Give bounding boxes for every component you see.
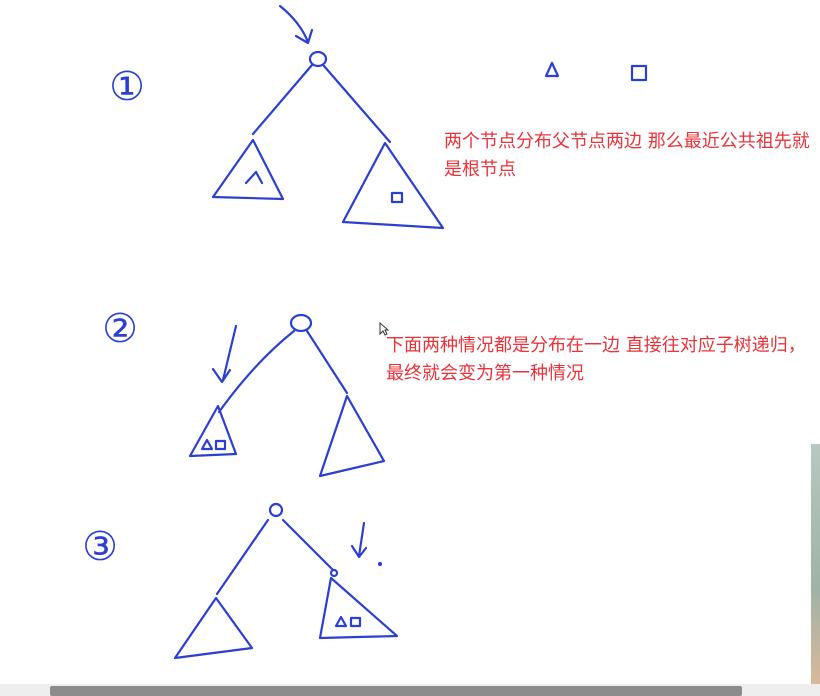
case-2-diagram (188, 313, 386, 478)
case-2-arrow (221, 324, 238, 382)
case-1-arrow (278, 4, 310, 44)
case-3-right-node (329, 568, 339, 578)
case-2-arrow-head (211, 367, 232, 384)
ink-layer (173, 4, 648, 660)
arrow-pointer-icon (379, 322, 389, 336)
case-1-left-edge (251, 63, 314, 136)
case-2-label: ② (102, 306, 138, 352)
legend-square-icon (630, 64, 648, 82)
note-case-1: 两个节点分布父节点两边 那么最近公共祖先就是根节点 (444, 131, 810, 180)
case-3-label: ③ (82, 524, 118, 570)
stray-dot (377, 561, 383, 567)
case-1-right-target-square (390, 191, 404, 204)
case-3-right-subtree (318, 576, 399, 640)
case-1-label: ① (109, 64, 145, 110)
case-1-diagram (211, 4, 648, 230)
case-3-diagram (173, 502, 399, 660)
legend-triangle-icon (544, 61, 560, 78)
case-3-root-node (268, 502, 284, 518)
case-3-arrow-head (350, 544, 368, 559)
case-2-right-subtree (318, 394, 386, 478)
case-3-right-edge (281, 518, 335, 572)
case-3-left-edge (215, 518, 270, 596)
note-case-2-3: 下面两种情况都是分布在一边 直接往对应子树递归，最终就会变为第一种情况 (386, 335, 806, 384)
horizontal-scrollbar[interactable] (0, 684, 820, 696)
case-1-right-subtree (341, 141, 445, 230)
case-2-right-edge (305, 329, 349, 395)
case-1-arrow-head (294, 28, 314, 45)
case-1-right-edge (322, 64, 392, 144)
case-1-left-target-triangle (244, 170, 264, 185)
case-1-root-node (308, 50, 328, 68)
case-2-left-targets (200, 438, 227, 451)
case-2-left-edge (217, 329, 296, 414)
case-3-right-targets (334, 615, 362, 628)
case-1-left-subtree (211, 138, 285, 201)
case-labels: ① ② ③ (82, 64, 145, 570)
case-3-arrow (357, 521, 366, 558)
side-video-panel (811, 444, 820, 684)
case-2-root-node (289, 313, 313, 333)
scrollbar-thumb[interactable] (50, 686, 742, 696)
case-3-left-subtree (173, 596, 254, 660)
case-2-left-subtree (188, 404, 238, 458)
